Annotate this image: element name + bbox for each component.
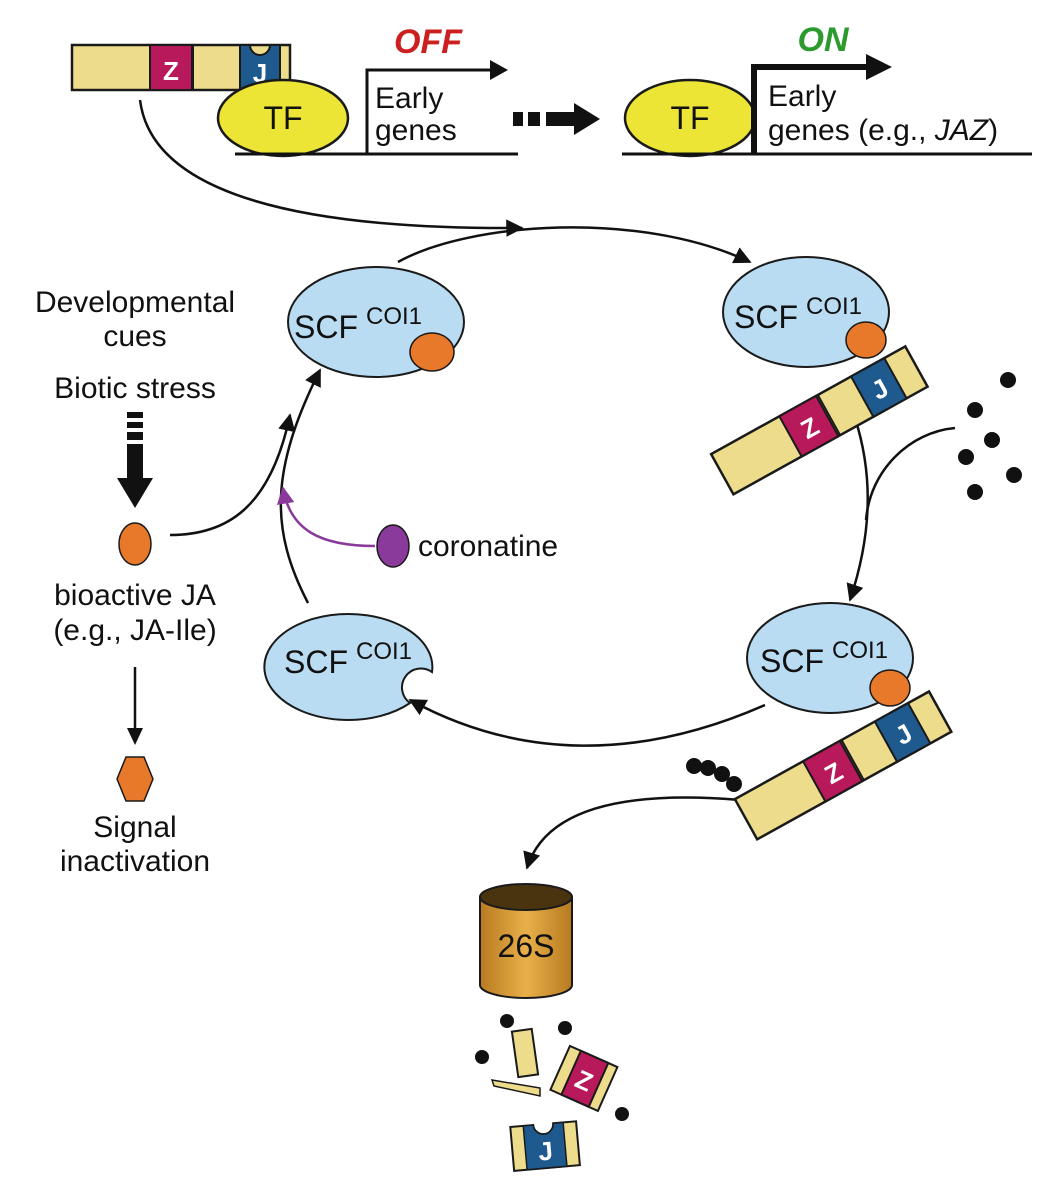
promoter-on [622,54,1032,156]
on-label: ON [798,21,850,59]
transition-arrow [513,103,600,135]
signal-inactivation-line2: inactivation [60,845,210,878]
degradation-arrow [523,796,741,870]
biotic-stress-label: Biotic stress [54,372,216,405]
ubiquitin-add-arrow [864,426,956,521]
top-cycle-arrow [397,226,752,264]
stress-arrow [117,412,153,508]
developmental-cues-line2: cues [103,320,166,353]
early-genes-off-line1: Early [375,82,443,115]
z-domain [149,44,193,91]
early-genes-off-line2: genes [375,114,457,147]
jaz-bound-3: Z J [733,689,954,842]
tf-on-label: TF [670,100,709,136]
early-genes-on-prefix: genes (e.g., [768,114,935,147]
j-domain [239,44,281,91]
promoter-off [235,60,518,156]
ubiquitin-free [958,372,1022,500]
bioactive-ja-molecule [118,522,152,566]
signal-inactivation-line1: Signal [93,811,176,844]
polyubiquitin-chain [686,758,742,792]
jaz-bound-2: Z J [709,344,930,497]
off-label: OFF [394,23,463,61]
coronatine-arrow [276,486,376,548]
coronatine-label: coronatine [418,530,558,563]
bioactive-ja-line2: (e.g., JA-Ile) [53,614,216,647]
early-genes-on-line1: Early [768,80,836,113]
jaz-repressor-bound: Z J [70,43,292,92]
bottom-cycle-arrow [408,698,766,747]
z-domain-label: Z [163,56,179,86]
tf-on: TF [623,78,757,158]
svg-text:J: J [537,1135,554,1166]
coronatine-molecule [376,524,410,568]
ja-binding-arrow [169,413,296,537]
right-cycle-arrow [846,417,869,602]
degraded-fragments: Z J [475,1014,629,1172]
bioactive-ja-line1: bioactive JA [54,579,216,612]
inactivation-arrow [127,667,143,745]
left-cycle-arrow [279,368,322,604]
tf-off-label: TF [263,100,302,136]
jaz-recruit-arrow [138,99,524,237]
inactive-ja-hexagon [116,756,154,802]
proteasome-26s: 26S [479,883,573,999]
developmental-cues-line1: Developmental [35,286,235,319]
early-genes-on-line2: genes (e.g., JAZ) [768,114,998,147]
proteasome-label: 26S [498,928,555,964]
early-genes-on-jaz: JAZ [934,114,990,147]
tf-off: TF [216,78,350,158]
early-genes-on-suffix: ) [988,114,998,147]
